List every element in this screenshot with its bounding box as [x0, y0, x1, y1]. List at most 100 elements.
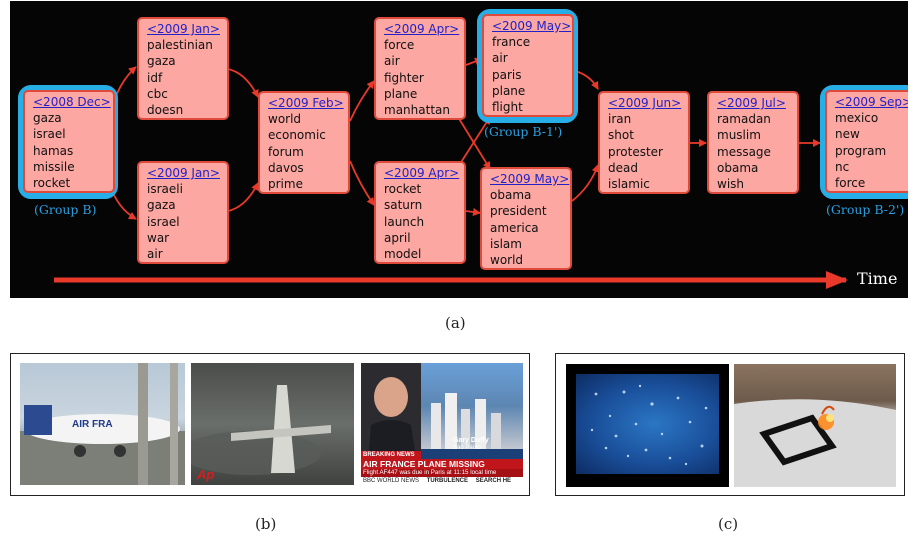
node-term: paris [492, 67, 522, 82]
arrow-jan-top-to-feb [227, 68, 259, 98]
node-term: rocket [33, 176, 71, 191]
arrow-apr-bottom-to-may-top [457, 116, 491, 168]
time-axis-label: Time [857, 269, 898, 288]
node-term: israel [147, 214, 180, 229]
underwater-debris-photo [566, 364, 729, 487]
node-date-header[interactable]: <2009 Jan> [147, 166, 220, 180]
node-date-header[interactable]: <2009 Jul> [717, 96, 786, 110]
node-term: obama [490, 188, 532, 203]
arrow-feb-to-apr-top [349, 80, 375, 122]
node-term: manhattan [384, 103, 450, 118]
node-term: wish [717, 177, 745, 192]
node-date-header[interactable]: <2009 May> [492, 19, 572, 33]
node-term: davos [268, 160, 304, 175]
airplane-at-airport-photo: AIR FRA [20, 363, 185, 485]
node-term: muslim [717, 128, 761, 143]
group-b-highlight [18, 85, 118, 199]
node-term: economic [268, 128, 326, 143]
node-term: air [492, 51, 508, 66]
node-term: idf [147, 70, 163, 85]
node-term: gaza [33, 111, 62, 126]
caption-a: (a) [445, 314, 466, 332]
node-term: prime [268, 177, 303, 192]
node-term: protester [608, 144, 663, 159]
node-term: force [384, 38, 415, 53]
arrow-may-bottom-to-jun [571, 164, 600, 202]
ticker-turbulence: TURBULENCE [426, 478, 469, 484]
ticker-search: SEARCH HE [475, 478, 512, 484]
node-date-header[interactable]: <2009 Apr> [384, 22, 460, 36]
node-term: iran [608, 112, 632, 127]
node-term: hamas [33, 143, 74, 158]
node-date-header[interactable]: <2008 Dec> [33, 95, 111, 109]
panel-c-frame [555, 353, 905, 496]
node-term: launch [384, 214, 425, 229]
node-term: air [147, 247, 163, 262]
node-term: ramadan [717, 112, 771, 127]
node-term: obama [717, 160, 759, 175]
airline-livery-text: AIR FRA [72, 419, 113, 430]
node-term: france [492, 35, 531, 50]
node-term: mexico [835, 111, 879, 126]
node-term: gaza [147, 54, 176, 69]
headline-ticker: AIR FRANCE PLANE MISSING [361, 459, 523, 469]
reporter-location: Sao Paulo [453, 445, 481, 451]
caption-c: (c) [718, 515, 739, 533]
node-term: rocket [384, 182, 422, 197]
node-term: plane [384, 86, 418, 101]
arrow-dec-to-jan-bottom [113, 194, 137, 220]
node-term: israel [33, 127, 66, 142]
node-term: world [268, 112, 302, 127]
group-b2-highlight [820, 85, 908, 199]
node-term: fighter [384, 70, 424, 85]
node-term: president [490, 204, 547, 219]
channel-name: BBC WORLD NEWS [363, 478, 420, 484]
group-b1-highlight [477, 9, 578, 123]
channel-bar: BBC WORLD NEWS TURBULENCE SEARCH HE [361, 477, 523, 485]
node-term: america [490, 220, 539, 235]
node-term: plane [492, 83, 526, 98]
node-term: doesn [147, 103, 184, 118]
subheadline-ticker: Flight AF447 was due in Paris at 11:15 l… [361, 469, 523, 477]
node-date-header[interactable]: <2009 Sep> [835, 95, 908, 109]
node-term: april [384, 230, 411, 245]
node-term: palestinian [147, 38, 213, 53]
node-date-header[interactable]: <2009 Jun> [608, 96, 682, 110]
panel-b-frame: AIR FRA Ap Gary Duffy Sao Paulo BREAKING… [10, 353, 530, 496]
node-term: world [490, 253, 524, 268]
breaking-news-tag: BREAKING NEWS [361, 451, 421, 459]
node-term: air [384, 54, 400, 69]
arrow-may-top-to-jun [574, 70, 599, 90]
plane-in-clouds-photo: Ap [191, 363, 354, 485]
group-b1-label: (Group B-1') [484, 124, 563, 139]
node-term: islamic [608, 177, 650, 192]
node-term: islam [490, 236, 522, 251]
node-term: war [147, 230, 170, 245]
node-date-header[interactable]: <2009 May> [490, 172, 570, 186]
node-term: force [835, 176, 866, 191]
node-term: israeli [147, 182, 183, 197]
node-term: message [717, 144, 771, 159]
node-term: dead [608, 160, 638, 175]
node-term: new [835, 127, 860, 142]
node-term: forum [268, 144, 304, 159]
node-term: flight [492, 100, 523, 115]
news-broadcast-photo: Gary Duffy Sao Paulo BREAKING NEWS AIR F… [361, 363, 523, 485]
arrow-apr-bottom-to-may-bottom [465, 208, 481, 216]
node-date-header[interactable]: <2009 Jan> [147, 22, 220, 36]
node-term: gaza [147, 198, 176, 213]
reporter-name: Gary Duffy [453, 437, 489, 444]
group-b2-label: (Group B-2') [826, 202, 905, 217]
node-date-header[interactable]: <2009 Apr> [384, 166, 460, 180]
node-date-header[interactable]: <2009 Feb> [268, 96, 344, 110]
